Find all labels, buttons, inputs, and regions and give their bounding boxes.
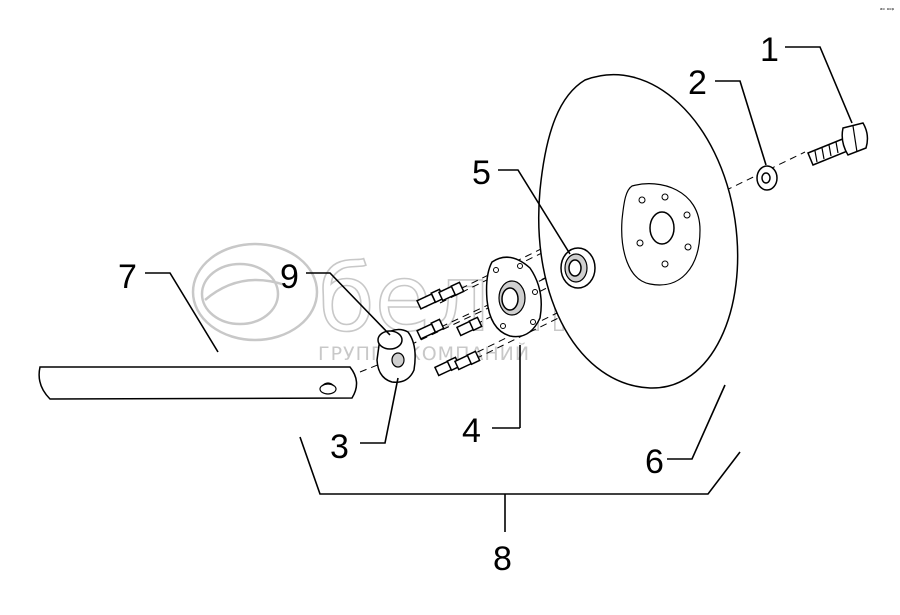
callout-5: 5 [472,154,491,192]
leader-lines [145,46,853,532]
callout-9: 9 [280,258,299,296]
callout-3: 3 [330,428,349,466]
small-bolts [416,281,483,377]
arm-part [38,366,358,400]
callout-1: 1 [760,31,779,69]
small-bolt-icon [416,318,445,340]
bearing-part [560,247,596,289]
small-bolt-icon [437,281,465,302]
callout-labels: 1 2 3 4 5 6 7 8 9 [118,31,779,578]
disc-part [538,74,739,389]
callout-2: 2 [688,64,707,102]
corner-mark: ᵃᵒ ᵒᵒᵖ [880,7,895,14]
watermark-tagline: ГРУППА КОМПАНИЙ [318,342,530,365]
small-bolt-icon [455,316,483,337]
bolt-part [807,122,869,166]
small-bolt-icon [453,350,481,371]
callout-7: 7 [118,258,137,296]
callout-4: 4 [462,412,481,450]
washer-part [756,165,778,191]
callout-6: 6 [645,443,664,481]
watermark-logo-icon [191,242,319,342]
callout-8: 8 [493,540,512,578]
hub-flange-part [485,256,542,338]
cap-part [376,328,416,383]
